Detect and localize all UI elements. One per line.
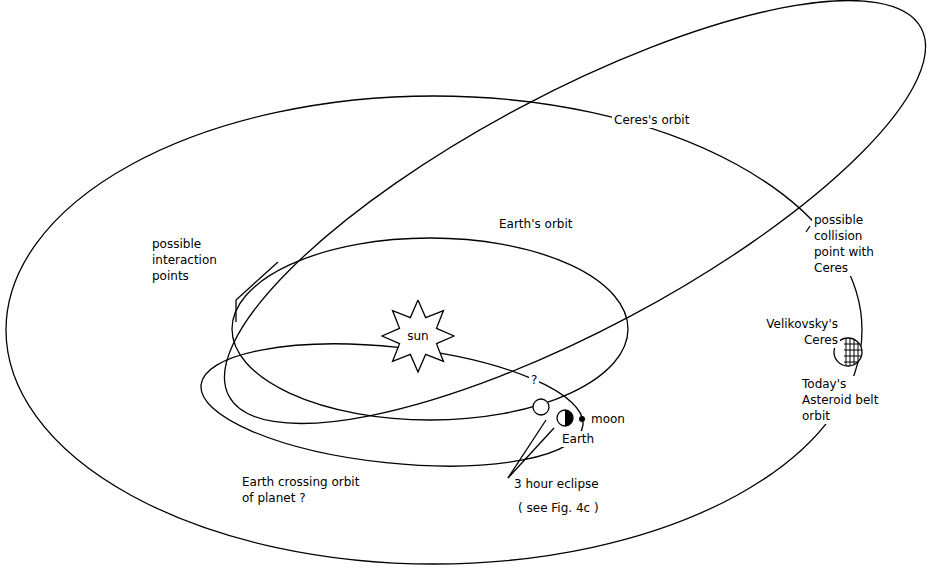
ceres-hatching	[844, 338, 864, 366]
diagram-label: Ceres's orbit	[612, 112, 691, 128]
diagram-label: possible interaction points	[150, 236, 236, 284]
earth-orbit	[232, 238, 628, 420]
sun-star: sun	[381, 299, 455, 373]
diagram-label: Today's Asteroid belt orbit	[800, 376, 888, 424]
asteroid-belt-orbit	[6, 96, 862, 564]
diagram-label: Earth's orbit	[497, 216, 574, 232]
earth-crossing-orbit	[195, 327, 589, 483]
diagram-label: possible collision point with Ceres	[812, 212, 890, 276]
diagram-label: moon	[589, 411, 627, 427]
leader-line	[508, 420, 546, 478]
earth-shadow	[565, 408, 575, 428]
diagram-label: Earth	[560, 431, 596, 447]
diagram-label: Earth crossing orbit of planet ?	[240, 474, 372, 506]
diagram-label: ( see Fig. 4c )	[516, 500, 601, 516]
leader-line	[806, 226, 810, 232]
diagram-label: 3 hour eclipse	[512, 476, 601, 492]
sun-label: sun	[381, 329, 455, 343]
ceres-orbit	[173, 0, 927, 500]
diagram-label: Velikovsky's Ceres	[752, 316, 840, 348]
leader-line	[508, 428, 554, 478]
unknown-planet	[533, 399, 549, 415]
diagram-label: ?	[529, 372, 539, 388]
moon-dot	[579, 416, 585, 422]
leader-line	[235, 300, 236, 322]
leader-line	[236, 262, 278, 300]
